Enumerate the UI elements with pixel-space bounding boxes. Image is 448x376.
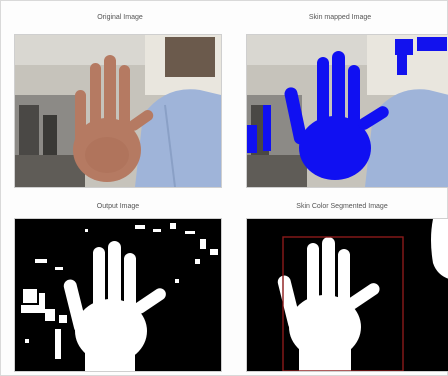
title-skin-color-segmented-image: Skin Color Segmented Image: [272, 203, 412, 210]
skin-color-segmented-image: [246, 218, 448, 372]
skin-mapped-image: [246, 34, 448, 188]
title-output-image: Output Image: [78, 203, 158, 210]
original-image: [14, 34, 222, 188]
title-original-image: Original Image: [80, 14, 160, 21]
output-image: [14, 218, 222, 372]
title-skin-mapped-image: Skin mapped Image: [292, 14, 388, 21]
